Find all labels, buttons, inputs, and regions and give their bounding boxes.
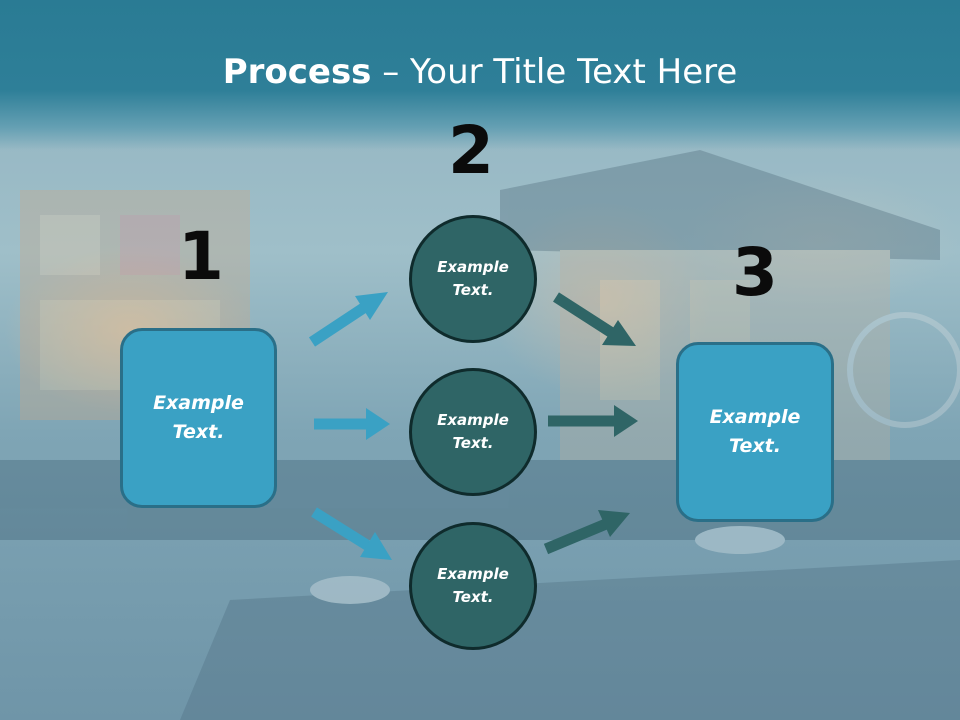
step-1-number: 1: [178, 218, 224, 295]
step-2-circle-bottom: Example Text.: [409, 522, 537, 650]
arrow-1-to-middle: [314, 408, 390, 440]
arrow-middle-to-3: [548, 405, 638, 437]
step-2-item-1: Example Text.: [437, 258, 509, 299]
arrow-1-to-bottom: [311, 507, 392, 560]
arrow-1-to-top: [308, 292, 388, 347]
step-2-number: 2: [448, 112, 494, 189]
arrow-top-to-3: [553, 292, 636, 346]
step-2-circle-middle: Example Text.: [409, 368, 537, 496]
step-2-circle-top: Example Text.: [409, 215, 537, 343]
step-2-item-2: Example Text.: [437, 411, 509, 452]
step-3-number: 3: [732, 234, 778, 311]
header-band: [0, 0, 960, 150]
step-1-box: Example Text.: [120, 328, 277, 508]
arrow-bottom-to-3: [543, 510, 630, 555]
step-3-label: Example Text.: [709, 406, 801, 457]
step-3-box: Example Text.: [676, 342, 834, 522]
title-bold: Process: [222, 52, 372, 92]
step-1-label: Example Text.: [153, 392, 244, 443]
title-rest: – Your Title Text Here: [371, 52, 738, 92]
step-2-item-3: Example Text.: [437, 565, 509, 606]
slide-title: Process – Your Title Text Here: [0, 52, 960, 92]
